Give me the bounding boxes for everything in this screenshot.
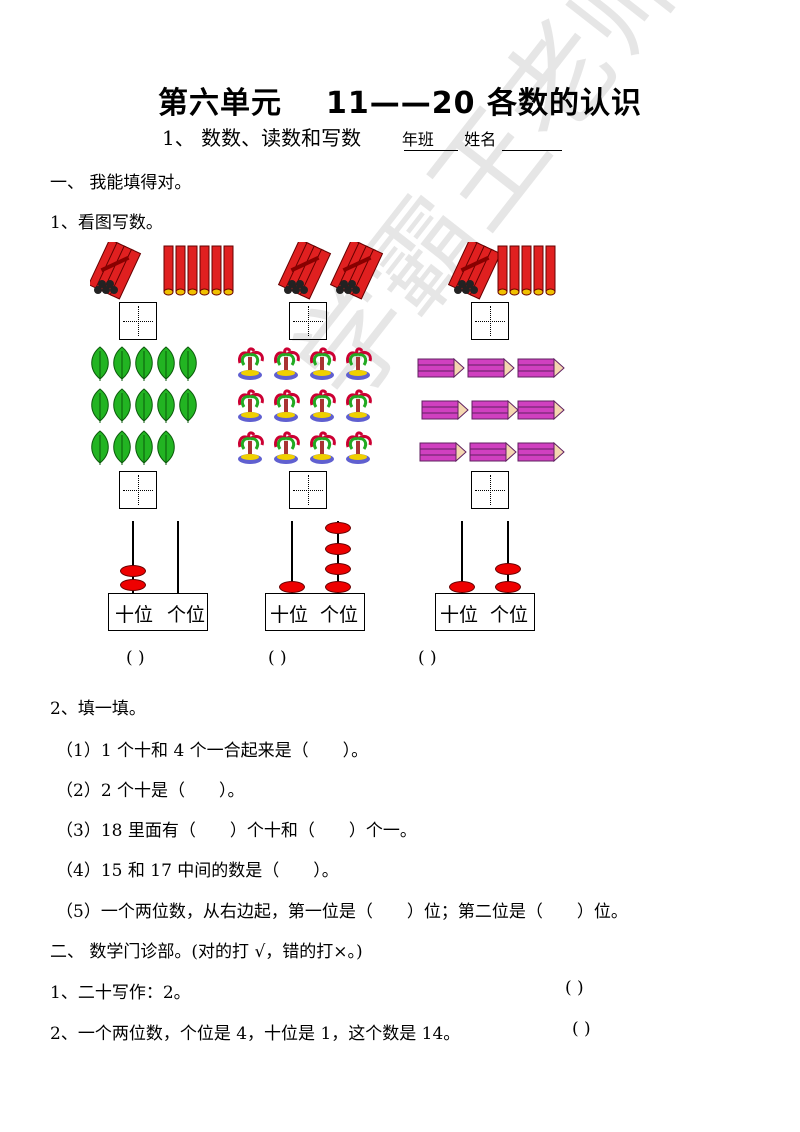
bead: [495, 581, 521, 593]
class-label: 年班: [401, 130, 434, 149]
subtitle-text: 1、 数数、读数和写数: [162, 126, 362, 150]
abacus-base: 十位 个位: [108, 593, 208, 631]
tens-rod: [461, 521, 463, 593]
stick-bundle: [448, 242, 502, 300]
fill-item-2: （2）2 个十是（ ）。: [56, 781, 245, 801]
bead: [325, 581, 351, 593]
pencils-group: [417, 358, 565, 462]
page-title: 第六单元 11——20 各数的认识: [0, 78, 800, 122]
answer-box-4[interactable]: [119, 471, 157, 509]
abacus-answer-3[interactable]: ( ): [418, 648, 437, 668]
section1-heading: 一、 我能填得对。: [50, 173, 192, 193]
trees-group: [236, 347, 372, 466]
tens-label: 十位: [115, 604, 154, 626]
abacus-answer-1[interactable]: ( ): [126, 648, 145, 668]
fill-item-4: （4）15 和 17 中间的数是（ ）。: [56, 861, 339, 881]
tens-rod: [132, 521, 134, 593]
stick-bundle: [330, 242, 384, 300]
bead: [495, 563, 521, 575]
bead: [325, 522, 351, 534]
answer-box-3[interactable]: [471, 302, 509, 340]
bead: [120, 565, 146, 577]
question-1-label: 1、看图写数。: [50, 213, 163, 233]
section2-heading: 二、 数学门诊部。(对的打 √，错的打×。): [50, 942, 363, 962]
abacus-answer-2[interactable]: ( ): [268, 648, 287, 668]
ones-label: 个位: [167, 604, 206, 626]
ones-rod: [177, 521, 179, 593]
abacus-3: 十位 个位: [435, 521, 535, 633]
abacus-1: 十位 个位: [108, 521, 208, 633]
fill-item-3: （3）18 里面有（ ）个十和（ ）个一。: [56, 821, 417, 841]
tens-label: 十位: [440, 604, 479, 626]
fill-item-1: （1）1 个十和 4 个一合起来是（ ）。: [56, 741, 369, 761]
ones-label: 个位: [320, 604, 359, 626]
bead: [279, 581, 305, 593]
answer-box-1[interactable]: [119, 302, 157, 340]
tens-label: 十位: [270, 604, 309, 626]
abacus-base: 十位 个位: [265, 593, 365, 631]
bead: [325, 563, 351, 575]
judge-item-1: 1、二十写作：2。: [50, 983, 191, 1003]
stick-bundle: [278, 242, 332, 300]
bead: [449, 581, 475, 593]
class-field[interactable]: [403, 132, 458, 151]
ones-label: 个位: [490, 604, 529, 626]
subtitle: 1、 数数、读数和写数 年班 姓名: [162, 122, 563, 151]
fill-item-5: （5）一个两位数，从右边起，第一位是（ ）位；第二位是（ ）位。: [56, 902, 628, 922]
answer-box-5[interactable]: [289, 471, 327, 509]
ones-rod: [337, 521, 339, 593]
tens-rod: [291, 521, 293, 593]
name-label: 姓名: [464, 130, 497, 149]
judge-answer-1[interactable]: ( ): [565, 978, 584, 998]
title-unit: 第六单元: [158, 86, 283, 121]
question-2-label: 2、填一填。: [50, 699, 146, 719]
title-topic: 11——20 各数的认识: [326, 86, 642, 121]
answer-box-2[interactable]: [289, 302, 327, 340]
count-pictures: [91, 346, 565, 466]
judge-answer-2[interactable]: ( ): [572, 1019, 591, 1039]
name-field[interactable]: [502, 132, 563, 151]
abacus-base: 十位 个位: [435, 593, 535, 631]
sticks-pictures: [90, 242, 556, 300]
leaves-group: [91, 346, 197, 466]
abacus-2: 十位 个位: [265, 521, 365, 633]
ones-rod: [507, 521, 509, 593]
stick-bundle: [90, 242, 142, 300]
bead: [120, 579, 146, 591]
answer-box-6[interactable]: [471, 471, 509, 509]
bead: [325, 543, 351, 555]
judge-item-2: 2、一个两位数，个位是 4，十位是 1，这个数是 14。: [50, 1024, 461, 1044]
